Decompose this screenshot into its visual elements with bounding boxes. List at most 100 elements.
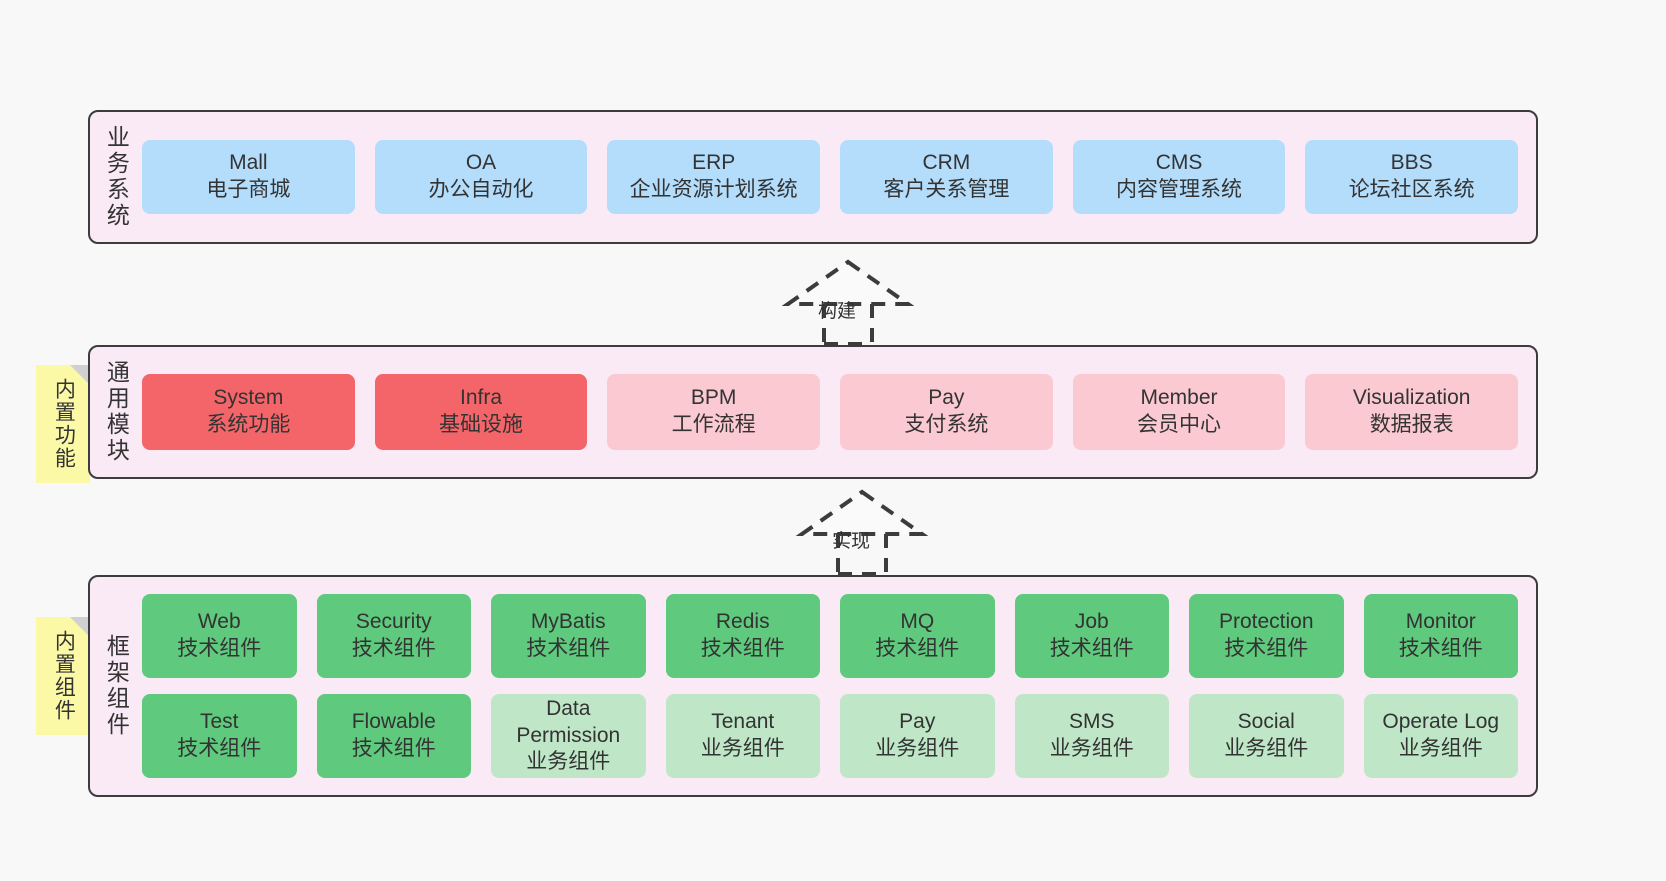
layer-common-modules: 通用模块 System 系统功能 Infra 基础设施 BPM 工作流程 Pay… (88, 345, 1538, 479)
box-data-permission[interactable]: Data Permission 业务组件 (491, 694, 646, 778)
box-social-en: Social (1237, 710, 1295, 734)
box-operate-log[interactable]: Operate Log 业务组件 (1363, 694, 1518, 778)
box-cms-en: CMS (1155, 151, 1203, 175)
box-job-en: Job (1074, 610, 1109, 634)
box-pay-component-cn: 业务组件 (875, 737, 960, 760)
box-tenant[interactable]: Tenant 业务组件 (665, 694, 820, 778)
box-monitor-cn: 技术组件 (1398, 637, 1483, 660)
box-pay-module-cn: 支付系统 (904, 413, 989, 436)
box-system[interactable]: System 系统功能 (142, 374, 355, 450)
box-visualization-en: Visualization (1352, 386, 1471, 410)
layer-framework-components: 框架组件 Web 技术组件 Security 技术组件 MyBatis 技术组件… (88, 575, 1538, 797)
box-job-cn: 技术组件 (1049, 637, 1134, 660)
layer-business-systems-body: Mall 电子商城 OA 办公自动化 ERP 企业资源计划系统 CRM 客户关系… (138, 112, 1536, 242)
layer-business-systems: 业务系统 Mall 电子商城 OA 办公自动化 ERP 企业资源计划系统 CRM… (88, 110, 1538, 244)
box-operate-log-cn: 业务组件 (1398, 737, 1483, 760)
box-flowable[interactable]: Flowable 技术组件 (316, 694, 471, 778)
box-crm[interactable]: CRM 客户关系管理 (840, 140, 1053, 214)
box-sms[interactable]: SMS 业务组件 (1014, 694, 1169, 778)
box-mq-en: MQ (900, 610, 935, 634)
box-mall[interactable]: Mall 电子商城 (142, 140, 355, 214)
generalization-stem-implement (836, 534, 888, 576)
box-protection-en: Protection (1218, 610, 1314, 634)
box-cms-cn: 内容管理系统 (1116, 178, 1243, 201)
framework-row-technical: Web 技术组件 Security 技术组件 MyBatis 技术组件 Redi… (142, 594, 1518, 678)
box-bbs[interactable]: BBS 论坛社区系统 (1305, 140, 1519, 214)
box-mq-cn: 技术组件 (875, 637, 960, 660)
box-pay-module[interactable]: Pay 支付系统 (840, 374, 1053, 450)
layer-business-systems-title: 业务系统 (103, 125, 130, 229)
box-security[interactable]: Security 技术组件 (316, 594, 471, 678)
box-flowable-en: Flowable (351, 710, 436, 734)
box-social-cn: 业务组件 (1224, 737, 1309, 760)
box-oa[interactable]: OA 办公自动化 (374, 140, 588, 214)
box-oa-en: OA (465, 151, 497, 175)
box-web-en: Web (197, 610, 241, 634)
box-erp-en: ERP (692, 151, 736, 175)
generalization-stem-build (822, 304, 874, 346)
note-builtin-components: 内置组件 (36, 617, 90, 735)
box-erp[interactable]: ERP 企业资源计划系统 (607, 140, 821, 214)
box-tenant-cn: 业务组件 (700, 737, 785, 760)
framework-row-business: Test 技术组件 Flowable 技术组件 Data Permission … (142, 694, 1518, 778)
box-monitor-en: Monitor (1405, 610, 1476, 634)
connector-implement-label: 实现 (832, 531, 871, 552)
note-builtin-functions-text: 内置功能 (52, 378, 76, 470)
box-social[interactable]: Social 业务组件 (1189, 694, 1344, 778)
box-bbs-cn: 论坛社区系统 (1348, 178, 1475, 201)
box-oa-cn: 办公自动化 (428, 178, 534, 201)
box-infra-en: Infra (459, 386, 503, 410)
box-bpm-en: BPM (690, 386, 737, 410)
note-builtin-functions: 内置功能 (36, 365, 90, 483)
connector-implement: 实现 (772, 488, 952, 576)
layer-common-modules-body: System 系统功能 Infra 基础设施 BPM 工作流程 Pay 支付系统… (138, 347, 1536, 477)
box-security-en: Security (355, 610, 432, 634)
box-member[interactable]: Member 会员中心 (1072, 374, 1286, 450)
box-mall-en: Mall (229, 151, 268, 175)
box-system-en: System (213, 386, 284, 410)
box-infra[interactable]: Infra 基础设施 (374, 374, 588, 450)
layer-common-modules-title: 通用模块 (103, 360, 130, 464)
box-protection[interactable]: Protection 技术组件 (1189, 594, 1344, 678)
box-operate-log-en: Operate Log (1382, 710, 1500, 734)
layer-framework-components-body: Web 技术组件 Security 技术组件 MyBatis 技术组件 Redi… (138, 577, 1536, 795)
box-mall-cn: 电子商城 (206, 178, 291, 201)
box-bpm[interactable]: BPM 工作流程 (607, 374, 821, 450)
layer-framework-components-title: 框架组件 (103, 634, 130, 738)
box-mq[interactable]: MQ 技术组件 (840, 594, 995, 678)
box-flowable-cn: 技术组件 (351, 737, 436, 760)
layer-business-systems-row: Mall 电子商城 OA 办公自动化 ERP 企业资源计划系统 CRM 客户关系… (142, 140, 1519, 214)
box-redis[interactable]: Redis 技术组件 (665, 594, 820, 678)
box-erp-cn: 企业资源计划系统 (629, 178, 798, 201)
box-visualization[interactable]: Visualization 数据报表 (1305, 374, 1519, 450)
box-cms[interactable]: CMS 内容管理系统 (1072, 140, 1286, 214)
box-member-cn: 会员中心 (1137, 413, 1222, 436)
box-mybatis-cn: 技术组件 (526, 637, 611, 660)
generalization-triangle-implement (795, 489, 929, 536)
box-pay-component[interactable]: Pay 业务组件 (840, 694, 995, 778)
box-bpm-cn: 工作流程 (671, 413, 756, 436)
box-test[interactable]: Test 技术组件 (142, 694, 297, 778)
note-fold-icon (70, 617, 90, 637)
box-job[interactable]: Job 技术组件 (1014, 594, 1169, 678)
note-builtin-components-text: 内置组件 (52, 630, 76, 722)
box-crm-en: CRM (922, 151, 971, 175)
generalization-triangle-build (781, 259, 915, 306)
box-security-cn: 技术组件 (351, 637, 436, 660)
connector-build: 构建 (758, 258, 938, 346)
box-sms-cn: 业务组件 (1049, 737, 1134, 760)
box-bbs-en: BBS (1390, 151, 1433, 175)
box-protection-cn: 技术组件 (1224, 637, 1309, 660)
box-mybatis[interactable]: MyBatis 技术组件 (491, 594, 646, 678)
layer-common-modules-row: System 系统功能 Infra 基础设施 BPM 工作流程 Pay 支付系统… (142, 374, 1519, 450)
box-test-en: Test (199, 710, 239, 734)
box-web[interactable]: Web 技术组件 (142, 594, 297, 678)
note-fold-icon (70, 365, 90, 385)
box-system-cn: 系统功能 (206, 413, 291, 436)
box-test-cn: 技术组件 (177, 737, 262, 760)
box-pay-component-en: Pay (899, 710, 936, 734)
box-monitor[interactable]: Monitor 技术组件 (1363, 594, 1518, 678)
box-sms-en: SMS (1068, 710, 1115, 734)
box-web-cn: 技术组件 (177, 637, 262, 660)
box-member-en: Member (1140, 386, 1218, 410)
